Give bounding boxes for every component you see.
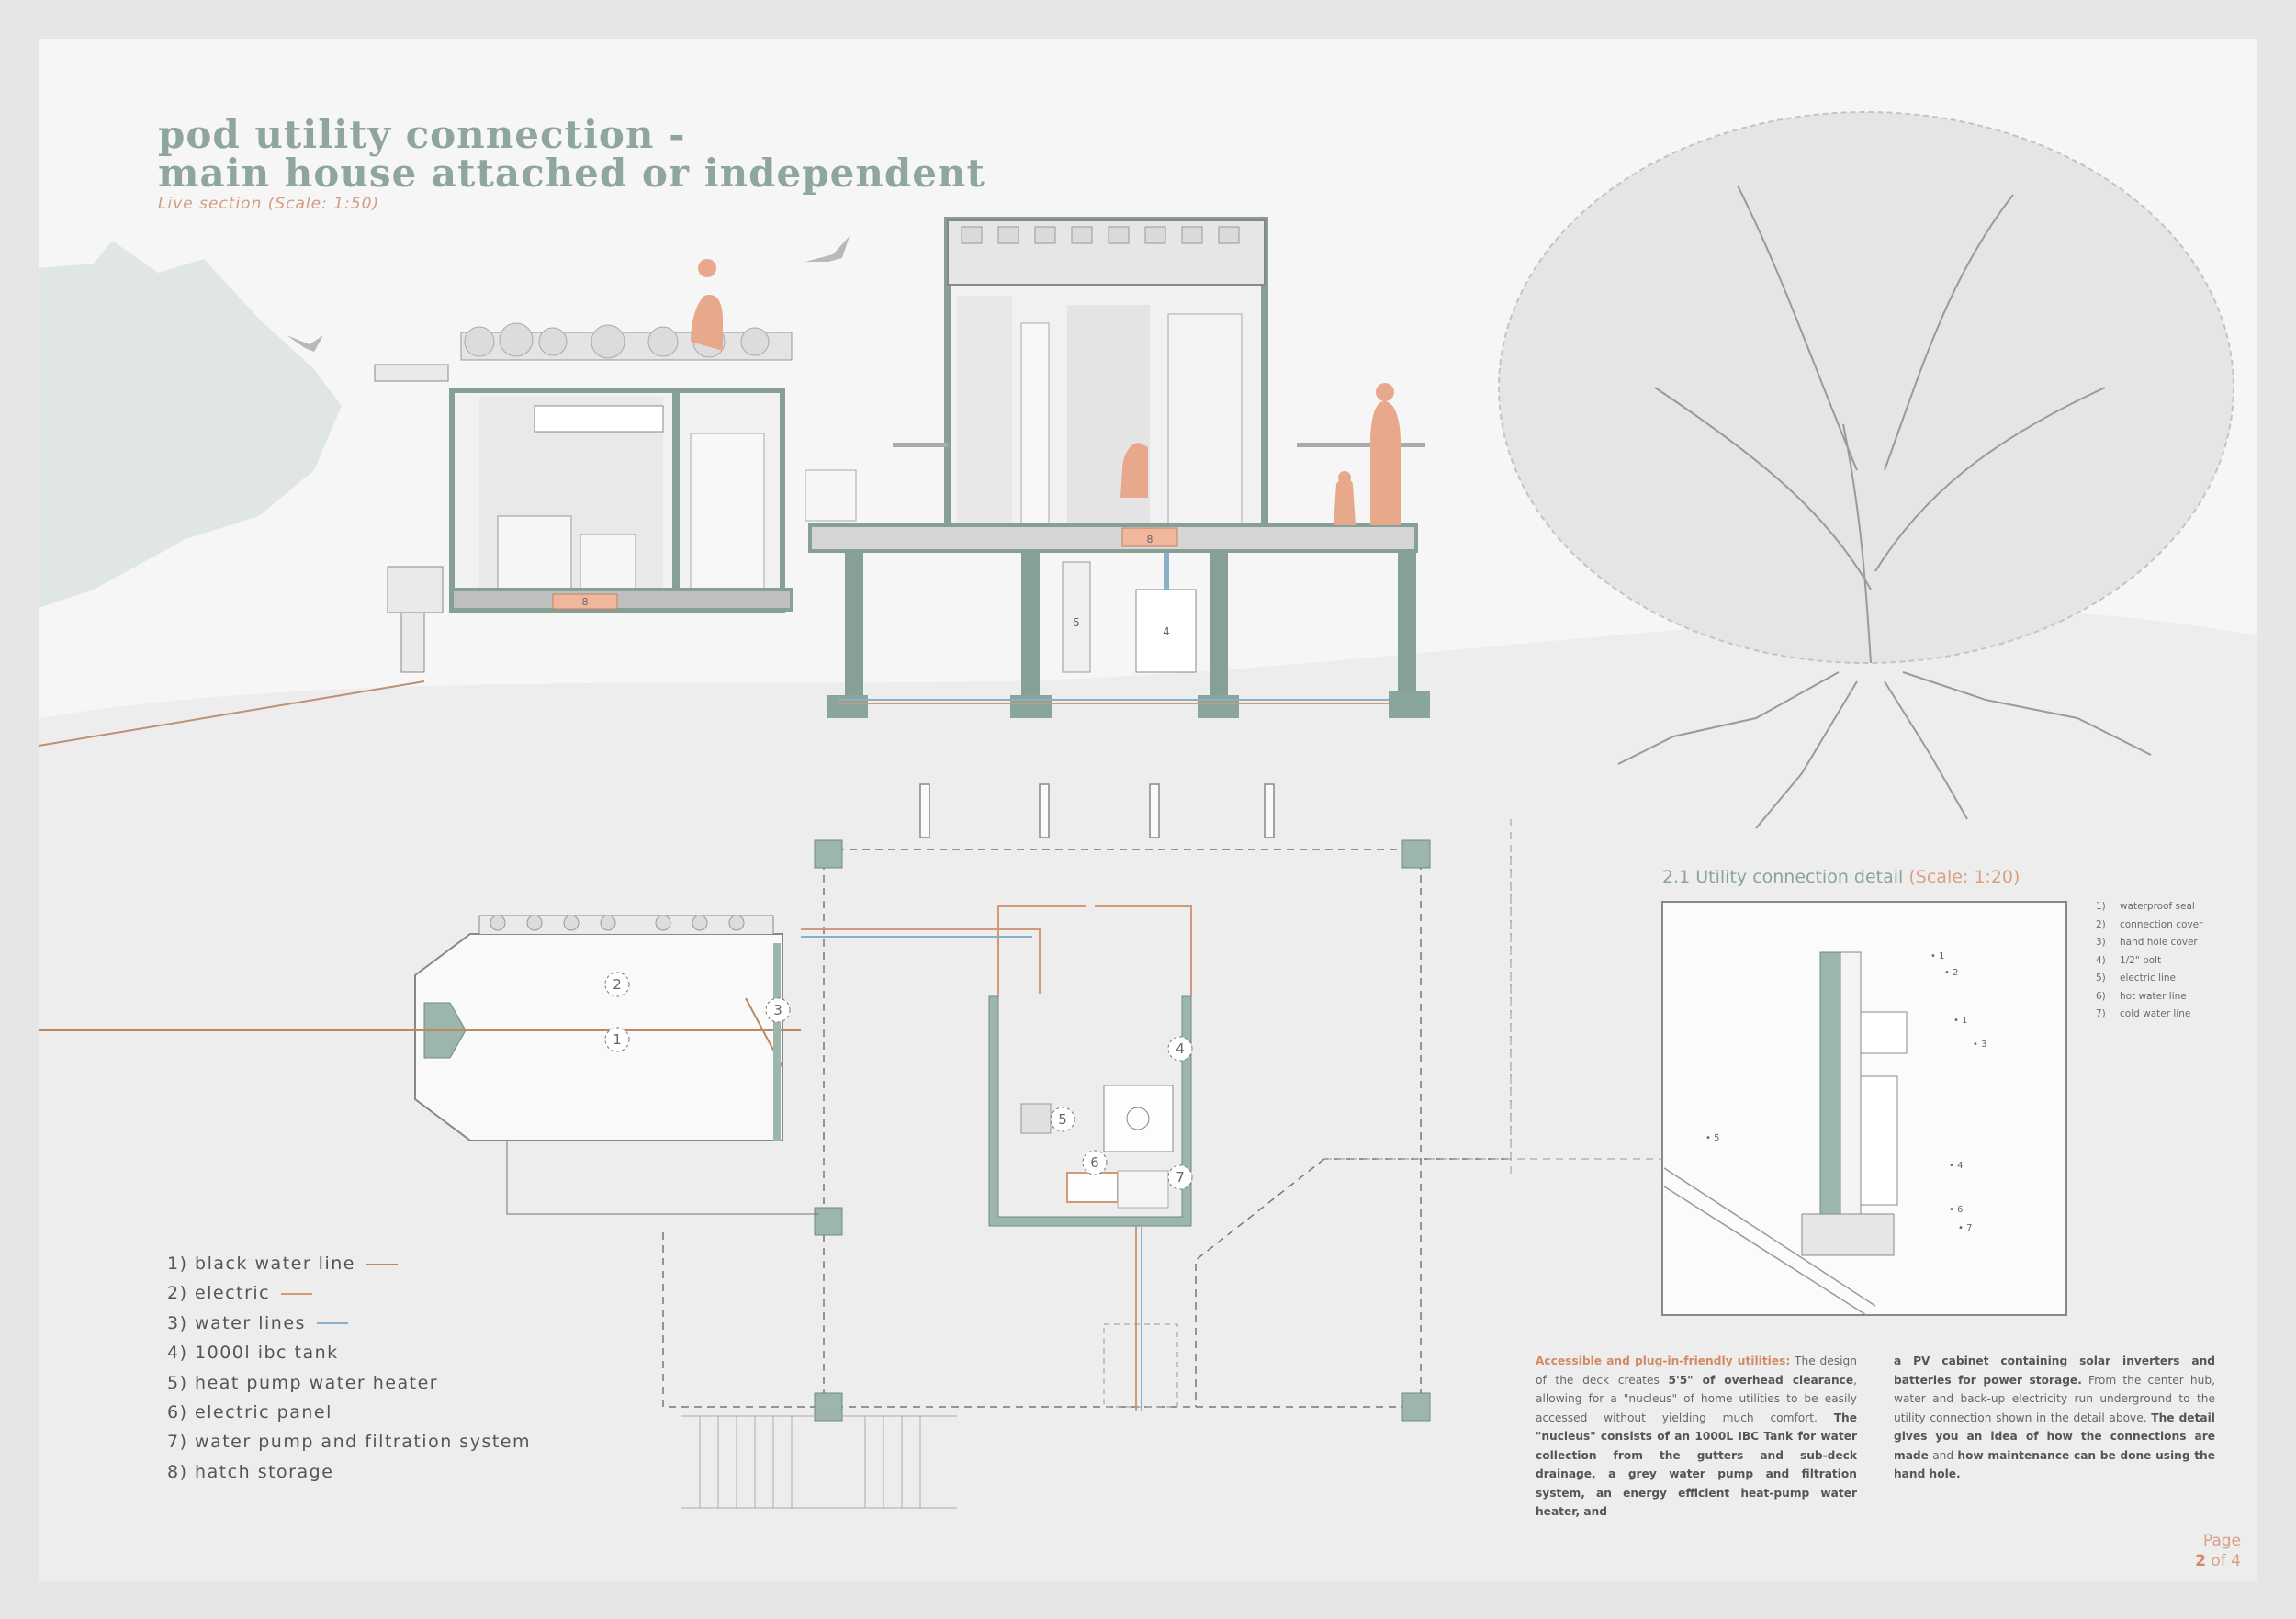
description-text: and [1928,1448,1958,1462]
detail-note: 3) hand hole cover [2096,934,2202,952]
water-swatch [316,1322,348,1325]
note-text: cold water line [2120,1008,2191,1019]
note-text: electric line [2120,973,2177,984]
legend-label: 1) black water line [167,1254,355,1274]
note-number: 2) [2096,918,2106,930]
note-text: hot water line [2120,990,2187,1002]
legend-item: 7) water pump and filtration system [167,1427,531,1456]
detail-note: 4) 1/2" bolt [2096,952,2202,971]
plan-marker-7: 7 [1176,1169,1185,1186]
note-number: 7) [2096,1008,2106,1019]
legend-label: 2) electric [167,1283,271,1304]
page-label: Page [2202,1532,2241,1550]
legend-label: 4) 1000l ibc tank [167,1343,339,1364]
note-text: hand hole cover [2120,937,2198,948]
svg-text:5: 5 [1073,616,1080,629]
black-water-swatch [366,1263,398,1265]
architectural-drawing: 8 8 [39,111,2257,1581]
detail-callout-7: • 7 [1958,1223,1972,1233]
description-bold: The "nucleus" consists of an 1000L IBC T… [1536,1411,1857,1519]
main-house-section: 8 5 4 [805,217,1430,718]
section-scale-subtitle: Live section (Scale: 1:50) [158,195,380,213]
parent-figure [1370,401,1401,525]
detail-callout-6: • 6 [1949,1205,1963,1215]
detail-note: 2) connection cover [2096,916,2202,935]
detail-scale: (Scale: 1:20) [1908,867,2020,887]
tree [1498,111,2234,829]
description-text: From the center hub, water and back-up e… [1894,1373,2215,1424]
detail-title: 2.1 Utility connection detail (Scale: 1:… [1662,867,2020,887]
person-gardening [691,295,723,351]
svg-text:8: 8 [1147,534,1154,545]
detail-callout-1b: • 1 [1953,1016,1967,1026]
plan-marker-4: 4 [1176,1040,1185,1057]
page-current: 2 [2195,1552,2206,1570]
detail-number: 2.1 [1662,867,1691,887]
detail-notes: 1) waterproof seal 2) connection cover 3) h… [2096,898,2202,1024]
detail-callout-4: • 4 [1949,1161,1963,1171]
svg-text:8: 8 [582,596,589,608]
note-text: 1/2" bolt [2120,954,2162,966]
utility-detail-drawing: • 1 • 2 • 1 • 3 • 5 • 4 • 6 • 7 [1661,901,2067,1316]
description-bold: a PV cabinet containing solar inverters … [1894,1355,2215,1387]
description-bold: 5'5" of overhead clearance [1668,1373,1854,1387]
note-number: 3) [2096,937,2106,948]
legend-item: 8) hatch storage [167,1457,531,1487]
note-number: 6) [2096,990,2106,1002]
detail-callout-3: • 3 [1973,1040,1986,1050]
plan-marker-2: 2 [613,976,622,993]
drawing-sheet: 8 8 [39,39,2257,1581]
title-line-2: main house attached or independent [158,151,985,196]
plan-marker-6: 6 [1090,1154,1099,1171]
person-seated [1120,443,1148,498]
detail-callout-1: • 1 [1930,951,1944,961]
title-line-1: pod utility connection - [158,112,686,157]
detail-note: 5) electric line [2096,970,2202,988]
legend-item: 4) 1000l ibc tank [167,1338,531,1367]
description-text: , allowing for a "nucleus" of home utili… [1536,1373,1857,1424]
description-highlight: Accessible and plug-in-friendly utilitie… [1536,1355,1791,1367]
detail-note: 7) cold water line [2096,1006,2202,1024]
legend-item: 3) water lines [167,1309,531,1338]
bird-2 [805,236,850,262]
legend-label: 7) water pump and filtration system [167,1432,531,1453]
legend-label: 3) water lines [167,1312,306,1333]
legend-item: 6) electric panel [167,1398,531,1427]
detail-note: 6) hot water line [2096,988,2202,1006]
black-water-line-underground [39,680,425,747]
description-text: The design of the deck creates [1536,1355,1857,1387]
note-number: 1) [2096,901,2106,912]
background-tree-silhouette [39,241,342,608]
description-paragraph-1: Accessible and plug-in-friendly utilitie… [1536,1352,1857,1522]
pod-section: 8 [374,259,793,673]
legend-item: 2) electric [167,1278,531,1308]
plan-marker-1: 1 [613,1031,622,1048]
page-total: of 4 [2211,1552,2241,1570]
note-text: waterproof seal [2120,901,2195,912]
detail-callout-2: • 2 [1944,968,1958,978]
description-bold: The detail gives you an idea of how the … [1894,1411,2215,1462]
legend: 1) black water line 2) electric 3) water… [167,1249,531,1487]
description-paragraph-2: a PV cabinet containing solar inverters … [1894,1352,2215,1484]
note-text: connection cover [2120,918,2203,930]
plan-marker-5: 5 [1058,1111,1067,1128]
page-indicator: Page 2 of 4 [2195,1531,2241,1571]
legend-item: 5) heat pump water heater [167,1368,531,1398]
note-number: 5) [2096,973,2106,984]
detail-note: 1) waterproof seal [2096,898,2202,916]
floor-plan: 1 2 3 4 5 6 7 [39,783,1512,1509]
description-bold: how maintenance can be done using the ha… [1894,1448,2215,1481]
detail-callout-5: • 5 [1705,1133,1719,1143]
legend-item: 1) black water line [167,1249,531,1278]
bird-1 [287,335,323,352]
svg-text:4: 4 [1163,625,1170,638]
plan-marker-3: 3 [773,1002,782,1018]
detail-title-text: Utility connection detail [1695,867,1904,887]
legend-label: 8) hatch storage [167,1461,334,1482]
child-figure [1334,478,1356,525]
legend-label: 5) heat pump water heater [167,1372,439,1393]
legend-label: 6) electric panel [167,1401,332,1422]
electric-swatch [281,1292,313,1295]
note-number: 4) [2096,954,2106,966]
